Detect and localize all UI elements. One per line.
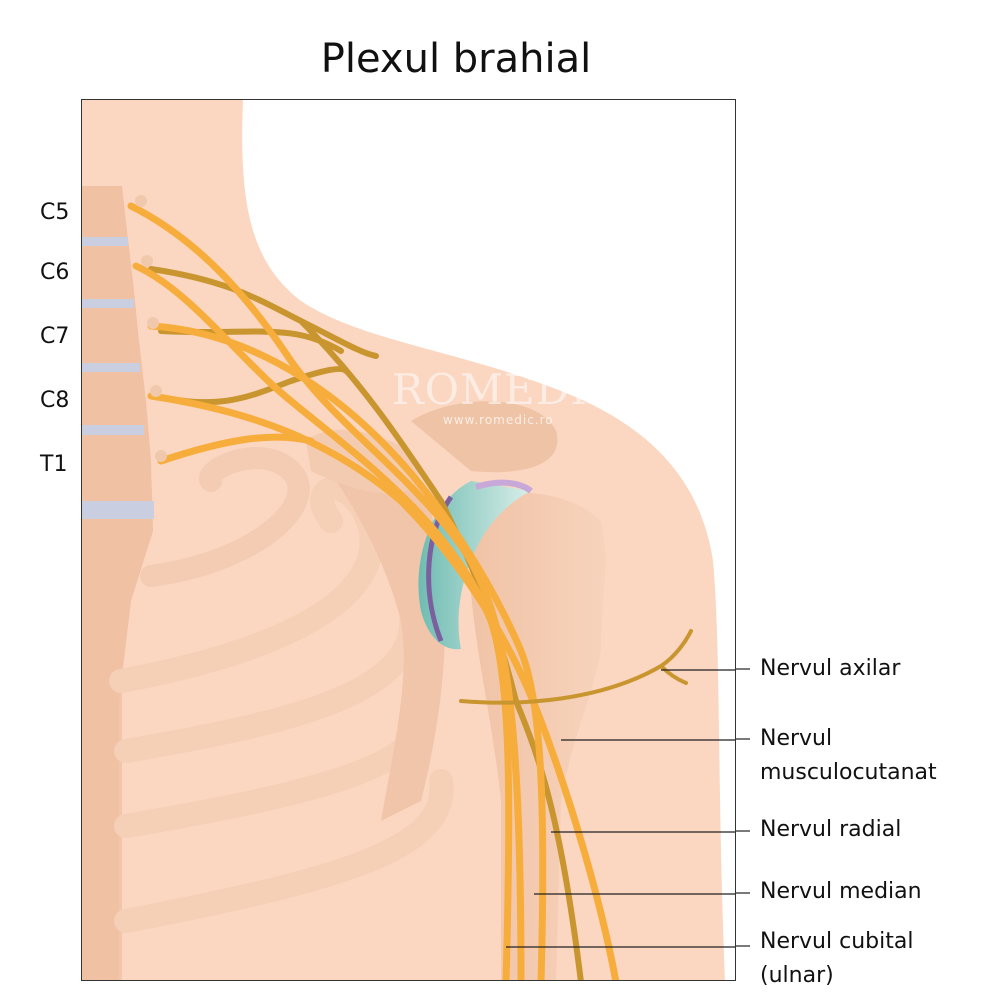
illustration-frame: [81, 99, 736, 981]
label-c6: C6: [40, 260, 70, 285]
label-nervul-musculocutanat-line1: Nervul: [760, 726, 833, 751]
nerve-c5: [127, 202, 525, 980]
watermark-url: www.romedic.ro: [443, 413, 554, 427]
nerve-t1: [157, 433, 315, 465]
nerve-c8: [147, 392, 620, 980]
diagram-title: Plexul brahial: [320, 36, 592, 82]
brachial-plexus-nerves: [127, 202, 693, 980]
label-nervul-median: Nervul median: [760, 879, 922, 904]
label-nervul-axilar: Nervul axilar: [760, 656, 901, 681]
nerve-c7: [147, 322, 547, 980]
label-c5: C5: [40, 200, 70, 225]
label-c8: C8: [40, 388, 70, 413]
scapula: [311, 446, 445, 821]
spinal-nerve-roots: [135, 195, 167, 462]
label-c7: C7: [40, 324, 70, 349]
watermark-brand: ROMEDIC: [392, 365, 622, 414]
ribs: [109, 447, 454, 933]
nerve-c6-dark: [148, 266, 379, 359]
nerve-axillary-branch: [459, 629, 693, 705]
label-leader-lines: [506, 669, 735, 948]
label-nervul-musculocutanat-line2: musculocutanat: [760, 760, 937, 785]
intervertebral-discs: [82, 237, 154, 519]
anatomy-illustration: [82, 100, 735, 980]
label-t1: T1: [40, 452, 68, 477]
label-nervul-cubital-line1: Nervul cubital: [760, 929, 914, 954]
label-nervul-cubital-line2: (ulnar): [760, 963, 834, 988]
label-nervul-radial: Nervul radial: [760, 817, 902, 842]
acromion: [411, 401, 558, 473]
